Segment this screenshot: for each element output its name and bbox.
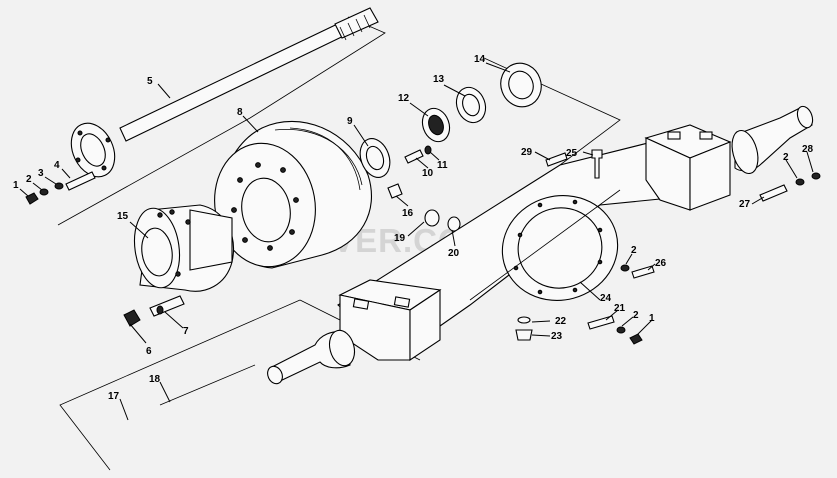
callout-11: 11	[437, 160, 448, 171]
callout-9: 9	[347, 116, 353, 127]
middle-fasteners	[387, 145, 461, 232]
callout-7: 7	[183, 326, 189, 337]
right-spindle	[731, 105, 814, 175]
callout-28: 28	[802, 144, 814, 155]
callout-18: 18	[149, 374, 161, 385]
wheel-hub	[133, 204, 234, 292]
callout-4: 4	[54, 160, 60, 171]
callout-15: 15	[117, 211, 129, 222]
bearing-stack	[359, 62, 542, 178]
callout-14: 14	[474, 54, 486, 65]
callout-25: 25	[566, 148, 578, 159]
callout-16: 16	[402, 208, 414, 219]
callout-13: 13	[433, 74, 445, 85]
callout-6: 6	[146, 346, 152, 357]
left-spindle	[267, 329, 356, 385]
callout-labels: 1 2 3 4 5 6 7 8 9 10 11 12 13 14 15 16 1…	[13, 54, 814, 402]
callout-8: 8	[237, 107, 243, 118]
axle-shaft	[70, 7, 379, 178]
callout-1a: 1	[13, 180, 19, 191]
left-fasteners	[25, 171, 96, 205]
leader-lines	[19, 62, 814, 421]
callout-19: 19	[394, 233, 406, 244]
callout-10: 10	[422, 168, 434, 179]
callout-2d: 2	[633, 310, 639, 321]
callout-29: 29	[521, 147, 533, 158]
callout-21: 21	[614, 303, 626, 314]
left-spring-seat	[338, 279, 442, 362]
callout-20: 20	[448, 248, 460, 259]
callout-2c: 2	[631, 245, 637, 256]
callout-2a: 2	[26, 174, 32, 185]
callout-5: 5	[147, 76, 153, 87]
callout-17: 17	[108, 391, 120, 402]
brake-drum	[214, 120, 373, 269]
callout-3: 3	[38, 168, 44, 179]
callout-1b: 1	[649, 313, 655, 324]
right-spring-seat	[644, 124, 732, 211]
callout-12: 12	[398, 93, 410, 104]
callout-2b: 2	[783, 152, 789, 163]
callout-23: 23	[551, 331, 563, 342]
callout-22: 22	[555, 316, 567, 327]
callout-27: 27	[739, 199, 751, 210]
callout-24: 24	[600, 293, 612, 304]
stud-and-nut	[123, 295, 185, 327]
callout-26: 26	[655, 258, 667, 269]
